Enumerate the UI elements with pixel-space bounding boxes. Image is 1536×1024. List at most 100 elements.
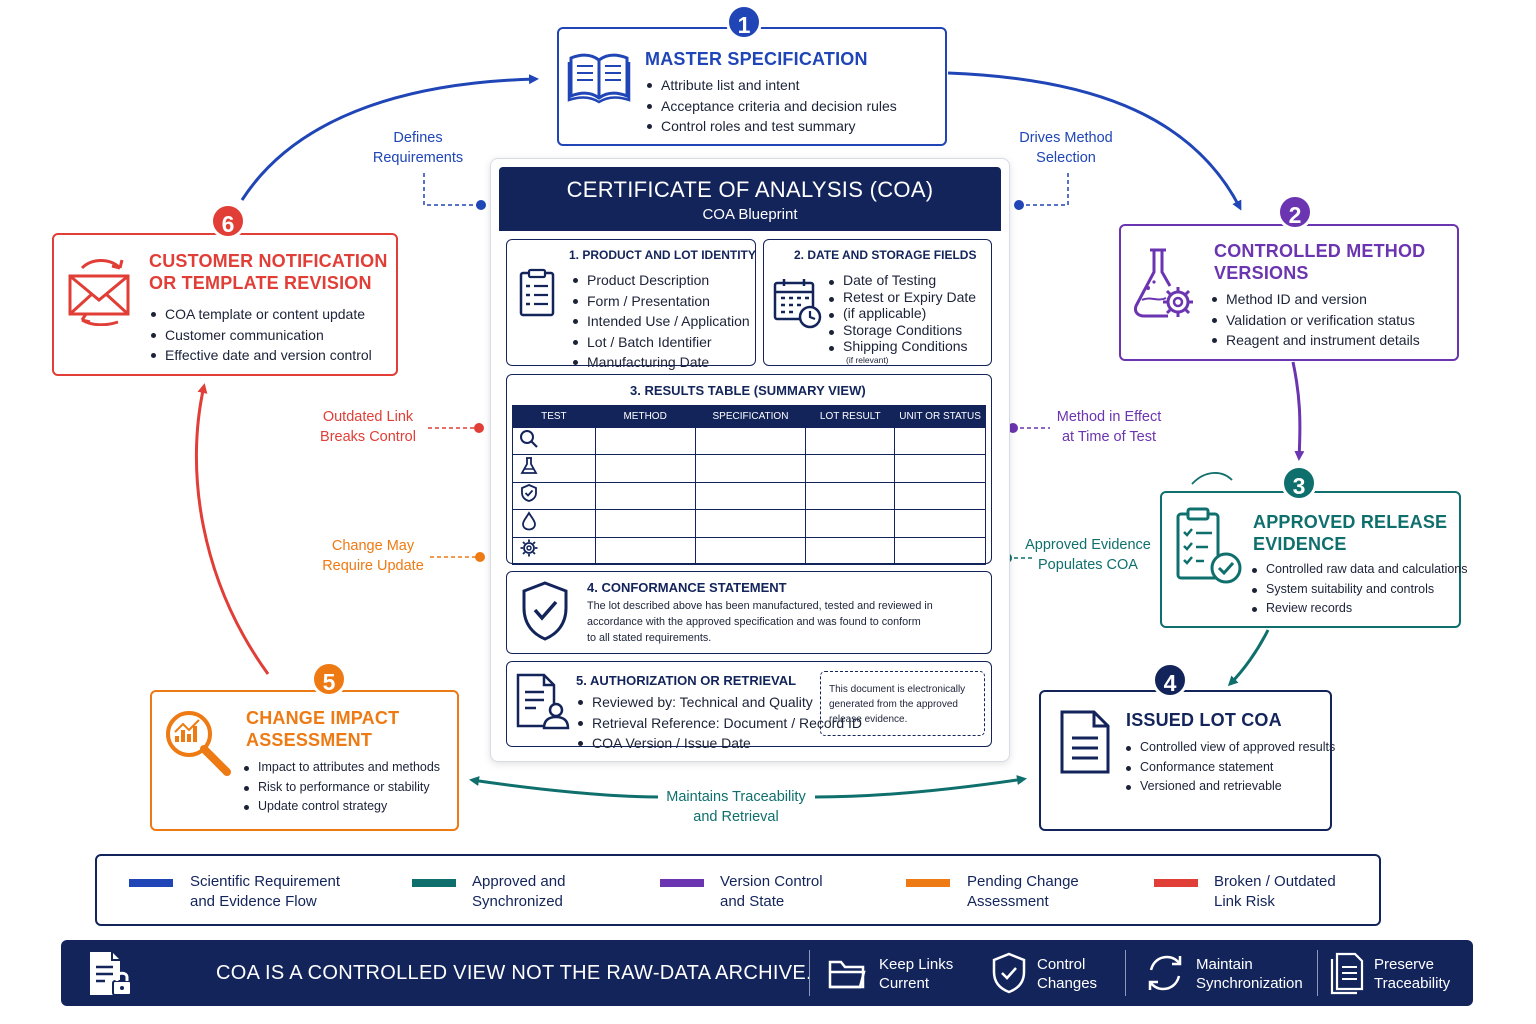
list-item: Effective date and version control: [149, 345, 372, 366]
step-4-list: Controlled view of approved results Conf…: [1124, 738, 1335, 797]
legend-swatch-teal: [412, 879, 456, 887]
gear-icon: [520, 539, 538, 557]
list-item: Form / Presentation: [571, 291, 750, 312]
flask-icon: [520, 457, 538, 474]
checklist-icon: [519, 268, 555, 317]
document-person-icon: [516, 673, 570, 730]
list-item: Reagent and instrument details: [1210, 330, 1420, 351]
list-item: Intended Use / Application: [571, 311, 750, 332]
legend-swatch-orange: [906, 879, 950, 887]
list-item: COA template or content update: [149, 304, 372, 325]
list-item: Storage Conditions: [827, 322, 976, 339]
step-3-badge: 3: [1281, 465, 1317, 501]
magnifier-chart-icon: [166, 711, 231, 776]
authorization-list: Reviewed by: Technical and Quality Retri…: [576, 692, 862, 754]
document-icon: [1060, 710, 1110, 774]
shield-check-icon: [522, 581, 568, 641]
legend-swatch-blue: [129, 879, 173, 887]
coa-section-date-storage: [763, 239, 992, 366]
list-item: Retrieval Reference: Document / Record I…: [576, 713, 862, 734]
step-5-change-impact-assessment: [150, 690, 459, 831]
section-title: 3. RESULTS TABLE (SUMMARY VIEW): [630, 383, 866, 398]
table-row: [512, 426, 986, 456]
results-table: TEST METHOD SPECIFICATION LOT RESULT UNI…: [512, 405, 986, 565]
list-item: Shipping Conditions: [827, 338, 976, 355]
arrow-3-to-4: [1227, 629, 1270, 687]
list-item: Validation or verification status: [1210, 310, 1420, 331]
coa-section-authorization: [506, 661, 992, 747]
list-item: Risk to performance or stability: [242, 778, 440, 798]
step-1-badge: 1: [726, 4, 762, 40]
search-icon: [520, 429, 538, 448]
open-book-icon: [567, 53, 631, 104]
step-1-list: Attribute list and intent Acceptance cri…: [645, 75, 897, 137]
coa-title: CERTIFICATE OF ANALYSIS (COA): [566, 177, 934, 202]
footer-main-message: COA IS A CONTROLLED VIEW NOT THE RAW-DAT…: [216, 962, 812, 984]
coa-section-identity: [506, 239, 756, 366]
list-item: Customer communication: [149, 325, 372, 346]
list-item: Lot / Batch Identifier: [571, 332, 750, 353]
results-col-specification: SPECIFICATION: [694, 405, 807, 428]
conformance-statement-text: The lot described above has been manufac…: [587, 600, 933, 644]
list-item: Control roles and test summary: [645, 116, 897, 137]
step-4-title: ISSUED LOT COA: [1126, 710, 1282, 730]
results-col-method: METHOD: [594, 405, 696, 428]
step-6-badge: 6: [210, 203, 246, 239]
dash-drives: [1020, 173, 1069, 206]
section-title: 4. CONFORMANCE STATEMENT: [587, 580, 787, 595]
table-row: [512, 454, 986, 483]
list-item: Product Description: [571, 270, 750, 291]
step-2-list: Method ID and version Validation or veri…: [1210, 289, 1420, 351]
document-lock-icon: [90, 952, 132, 996]
list-item: Acceptance criteria and decision rules: [645, 96, 897, 117]
folder-icon: [828, 960, 866, 989]
section-title: 1. PRODUCT AND LOT IDENTITY: [569, 248, 756, 262]
list-item: Update control strategy: [242, 797, 440, 817]
section-title: 2. DATE AND STORAGE FIELDS: [794, 248, 977, 262]
legend: [95, 854, 1381, 926]
legend-swatch-red: [1154, 879, 1198, 887]
list-item: (if applicable): [827, 305, 976, 322]
shield-check-icon: [521, 484, 537, 503]
sync-icon: [1148, 955, 1182, 991]
table-row: [512, 481, 986, 511]
shipping-note: (if relevant): [846, 355, 889, 365]
identity-list: Product Description Form / Presentation …: [571, 270, 750, 373]
arrow-6-to-1: [240, 74, 539, 201]
footer-banner: COA IS A CONTROLLED VIEW NOT THE RAW-DAT…: [61, 940, 1473, 1006]
table-row: [512, 509, 986, 538]
dash-defines: [423, 173, 480, 206]
list-item: Date of Testing: [827, 272, 976, 289]
list-item: System suitability and controls: [1250, 580, 1468, 600]
clipboard-check-icon: [1176, 507, 1242, 584]
step-1-title: MASTER SPECIFICATION: [645, 49, 868, 69]
arrow-1-to-2: [947, 71, 1242, 211]
arrow-traceability: [469, 776, 661, 799]
arrow-traceability-right: [814, 775, 1027, 799]
coa-section-conformance: [506, 571, 992, 654]
envelope-cycle-icon: [68, 259, 130, 326]
list-item: COA Version / Issue Date: [576, 733, 862, 754]
arrow-5-to-6: [194, 383, 270, 675]
coa-subtitle: COA Blueprint: [702, 206, 798, 223]
electronic-generation-note: This document is electronically generate…: [820, 671, 985, 736]
calendar-clock-icon: [773, 279, 822, 329]
list-item: Retest or Expiry Date: [827, 289, 976, 306]
step-6-customer-notification: [52, 233, 398, 376]
step-3-list: Controlled raw data and calculations Sys…: [1250, 560, 1468, 619]
flask-gear-icon: [1134, 248, 1193, 318]
results-col-unit-status: UNIT OR STATUS: [894, 405, 986, 428]
